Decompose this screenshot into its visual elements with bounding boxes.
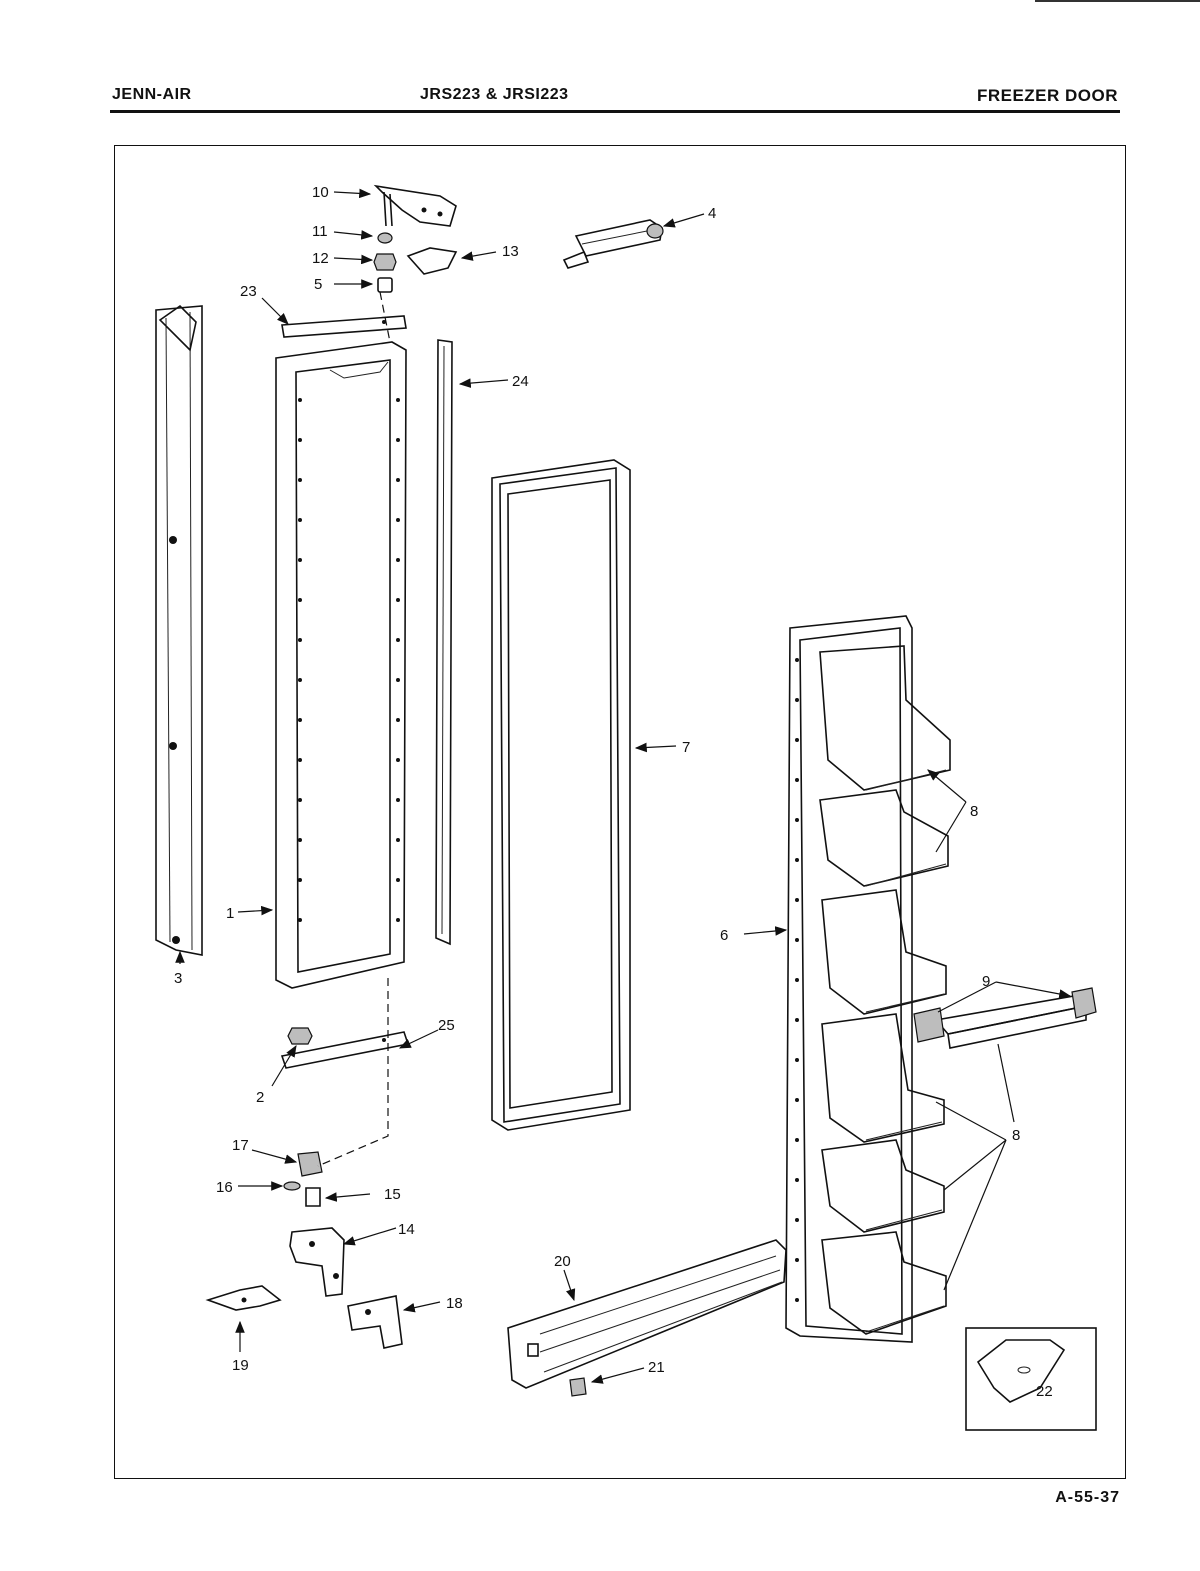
callout-5: 5: [314, 276, 322, 293]
part-14-bottom-hinge: [289, 1227, 345, 1297]
part-3-trim-strip: [155, 304, 203, 956]
part-17-bushing: [297, 1151, 323, 1177]
part-16-washer: [283, 1181, 301, 1191]
diagram-frame: [114, 145, 1126, 1479]
callout-1: 1: [226, 905, 234, 922]
model-numbers: JRS223 & JRSI223: [420, 86, 569, 103]
callout-22: 23: [240, 283, 257, 300]
callout-8-a: 8: [970, 803, 978, 820]
part-20-lower-trim: [507, 1239, 787, 1389]
top-edge-rule: [1035, 0, 1200, 2]
callout-21: 21: [648, 1359, 665, 1376]
callout-25: 22: [1036, 1383, 1053, 1400]
part-12-nut: [373, 253, 397, 271]
callout-2: 2: [256, 1089, 264, 1106]
part-18-shim-plate: [347, 1295, 403, 1349]
part-10-top-hinge: [373, 184, 457, 227]
callout-10: 10: [312, 184, 329, 201]
part-5-bushing: [377, 277, 393, 293]
leader-lines: [175, 188, 1072, 1384]
part-6-door-liner: [785, 615, 951, 1343]
callout-14: 14: [398, 1221, 415, 1238]
callout-20: 20: [554, 1253, 571, 1270]
callout-7: 7: [682, 739, 690, 756]
callout-3: 3: [174, 970, 182, 987]
part-15-pin: [305, 1187, 321, 1207]
part-11-washer: [377, 232, 393, 244]
callout-13: 13: [502, 243, 519, 260]
callout-16: 16: [216, 1179, 233, 1196]
callout-4: 4: [708, 205, 716, 222]
part-22-top-cap: [281, 315, 407, 338]
callout-6: 6: [720, 927, 728, 944]
part-23-channel-strip: [435, 339, 453, 946]
callout-23: 24: [512, 373, 529, 390]
brand-label: JENN-AIR: [112, 86, 192, 103]
callout-9: 9: [982, 973, 990, 990]
part-25-inset-box: [965, 1327, 1097, 1431]
part-2-nut: [287, 1027, 313, 1045]
part-1-door-frame: [275, 341, 407, 989]
part-7-gasket: [491, 459, 631, 1131]
part-13-shim: [406, 247, 458, 275]
callout-15: 15: [384, 1186, 401, 1203]
callout-18: 18: [446, 1295, 463, 1312]
callout-17: 17: [232, 1137, 249, 1154]
callout-12: 12: [312, 250, 329, 267]
assembly-line-top: [379, 291, 391, 343]
callout-19: 19: [232, 1357, 249, 1374]
callout-11: 11: [312, 223, 328, 240]
assembly-line-bottom: [317, 978, 389, 1167]
callout-labels: 10 11 12 5 13 4 23 24 7 1 3 6 8 9 8 25 2…: [174, 184, 1053, 1400]
part-21-clip: [569, 1377, 587, 1397]
callout-24: 25: [438, 1017, 455, 1034]
callout-8-b: 8: [1012, 1127, 1020, 1144]
section-title: FREEZER DOOR: [976, 86, 1118, 105]
header-rule: [110, 110, 1120, 113]
part-9-shelf-bar: [913, 987, 1097, 1049]
part-19-bracket: [205, 1285, 282, 1311]
part-4-closer: [562, 219, 664, 269]
page-code: A-55-37: [1055, 1489, 1120, 1506]
